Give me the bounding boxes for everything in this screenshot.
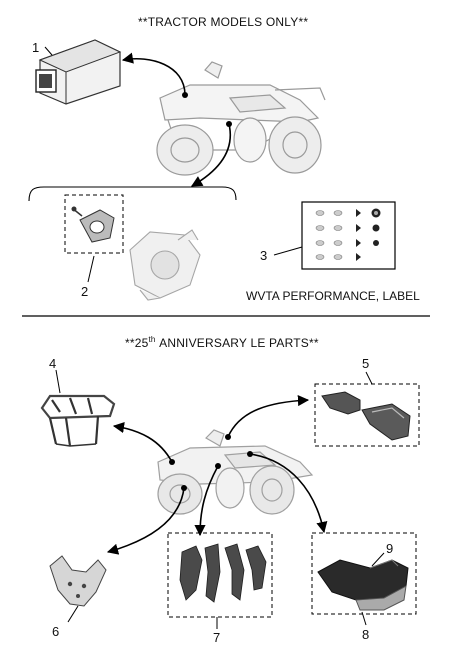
arrow-to-part-5: [227, 394, 310, 438]
header-sup: th: [148, 335, 156, 344]
part-5-hand-guards: [321, 391, 411, 441]
part-7-fender-flares: [179, 543, 267, 603]
leader-5: [365, 371, 373, 385]
arrow-to-bracket: [191, 123, 231, 187]
part-2-box: [64, 194, 124, 254]
leader-1: [44, 46, 53, 56]
leader-8: [361, 611, 367, 626]
callout-2: 2: [81, 284, 89, 299]
throttle-body-image: [129, 229, 201, 301]
header-post: ANNIVERSARY LE PARTS**: [159, 336, 319, 350]
leader-6: [67, 605, 79, 623]
callout-9: 9: [386, 541, 394, 556]
section-header-tractor: **TRACTOR MODELS ONLY**: [138, 15, 309, 29]
part-2-sensor: [71, 206, 115, 243]
arrow-to-part-7: [194, 465, 219, 537]
arrow-to-part-6: [106, 487, 185, 555]
wvta-label-text: WVTA PERFORMANCE, LABEL: [246, 289, 420, 303]
part-1-module: [35, 39, 122, 105]
section-header-anniversary: **25th ANNIVERSARY LE PARTS**: [125, 335, 319, 350]
part-4-bumper: [40, 394, 116, 447]
leader-2: [87, 255, 95, 283]
arrow-to-part-4: [112, 422, 173, 463]
part-8-box: [311, 532, 417, 615]
part-3-label-sheet: [301, 201, 396, 270]
header-pre: **25: [125, 336, 149, 350]
atv-tractor-image: [156, 61, 326, 176]
callout-7: 7: [213, 630, 221, 645]
leader-3: [273, 246, 303, 256]
callout-6: 6: [52, 624, 60, 639]
callout-8: 8: [362, 627, 370, 642]
group-bracket: [28, 186, 237, 202]
leader-4: [55, 369, 61, 394]
part-8-seat: [317, 559, 409, 611]
callout-4: 4: [49, 356, 57, 371]
part-7-box: [167, 532, 273, 618]
part-5-box: [314, 383, 420, 447]
callout-5: 5: [362, 356, 370, 371]
callout-3: 3: [260, 248, 268, 263]
callout-1: 1: [32, 40, 40, 55]
part-6-plate: [49, 555, 107, 607]
arrow-to-part-1: [121, 52, 186, 96]
arrow-to-part-8: [249, 453, 328, 534]
leader-9: [371, 552, 385, 567]
